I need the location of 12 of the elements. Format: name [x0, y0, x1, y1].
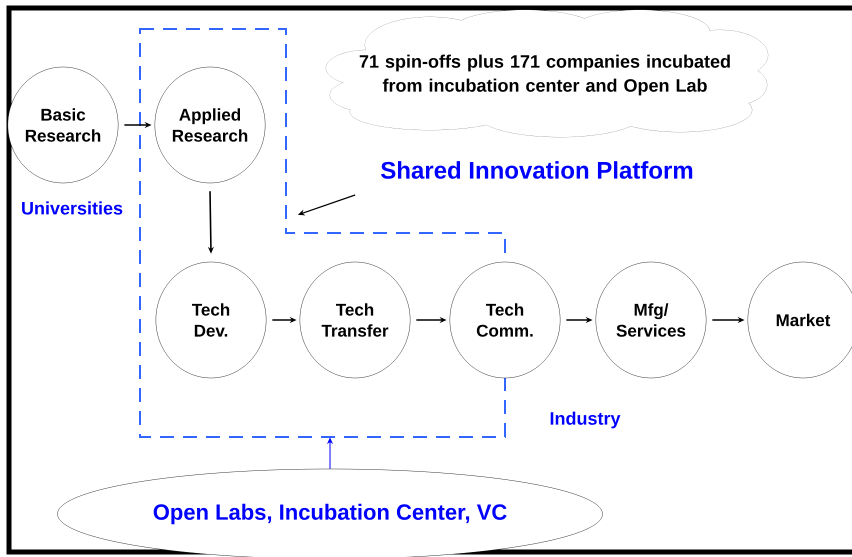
circle-node: Tech Dev. [156, 262, 266, 378]
node-label: Open Labs, Incubation Center, VC [154, 504, 507, 524]
platform-title: Shared Innovation Platform [381, 161, 692, 179]
circle-node: Mfg/ Services [596, 262, 706, 378]
circle-node: Tech Transfer [300, 262, 410, 378]
cloud-node: 71 spin-offs plus 171 companies incubated from incubation center and Open Lab [326, 10, 768, 138]
circle-node: Tech Comm. [450, 262, 560, 378]
circle-node: Applied Research [154, 66, 266, 184]
ellipse-node: Open Labs, Incubation Center, VC [57, 468, 603, 557]
region-label: Universities [22, 201, 122, 215]
region-label: Industry [550, 412, 620, 428]
circle-node: Basic Research [8, 66, 118, 184]
